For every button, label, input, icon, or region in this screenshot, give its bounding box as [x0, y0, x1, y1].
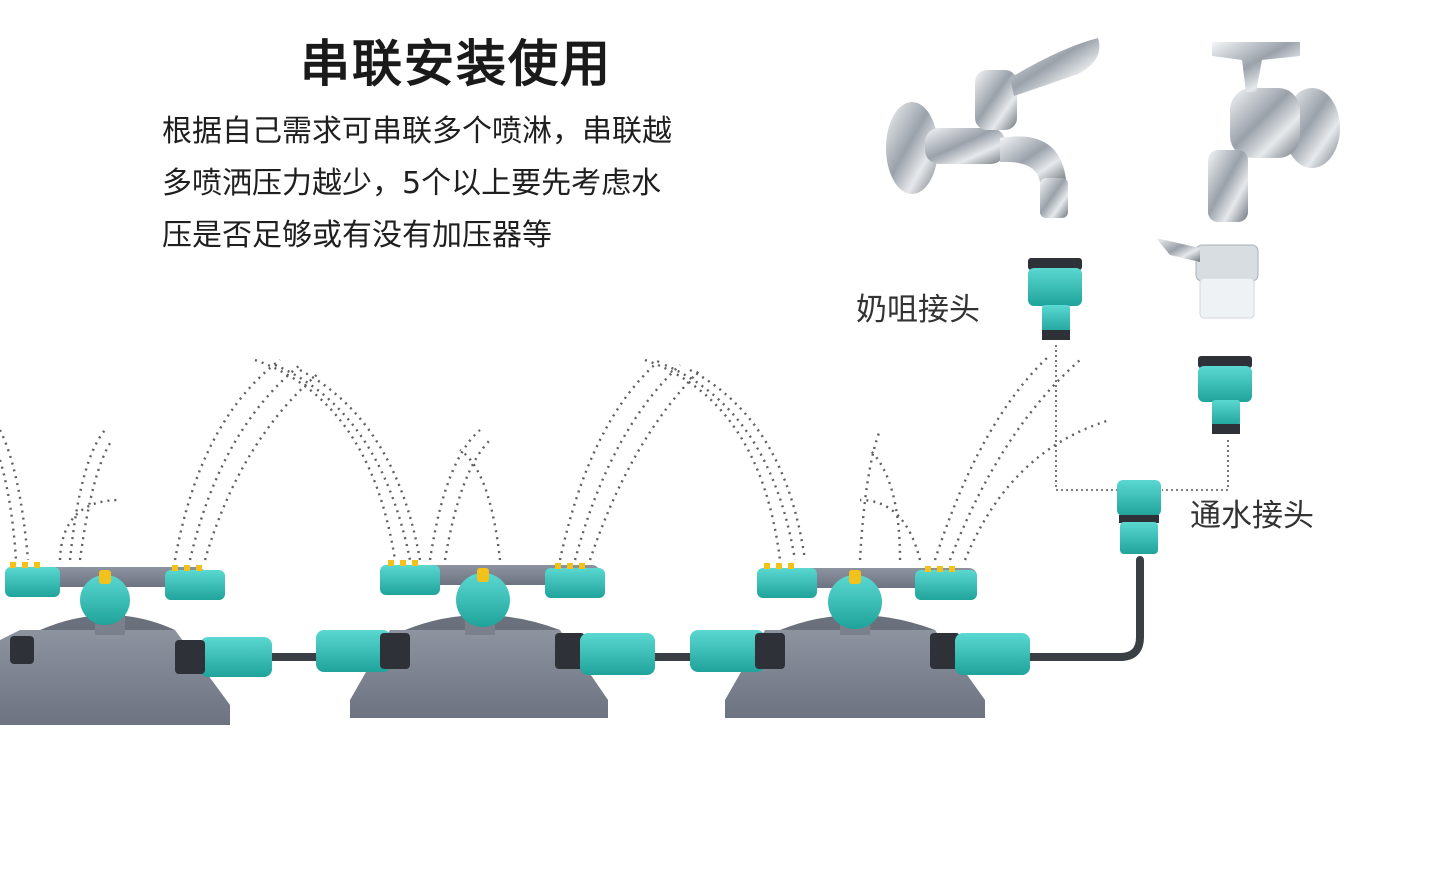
sprinkler-2 — [316, 560, 655, 718]
water-connector — [1117, 480, 1161, 554]
clamp-adapter-icon — [1156, 238, 1259, 319]
water-spray — [0, 354, 1111, 561]
description-line-2: 多喷洒压力越少，5个以上要先考虑水 — [162, 166, 662, 201]
faucet-right-icon — [1208, 42, 1340, 222]
description-line-3: 压是否足够或有没有加压器等 — [162, 218, 552, 253]
guide-lines — [1055, 345, 1229, 491]
description: 根据自己需求可串联多个喷淋，串联越 多喷洒压力越少，5个以上要先考虑水 压是否足… — [162, 106, 802, 262]
page-title: 串联安装使用 — [300, 35, 612, 93]
nipple-connector-label: 奶咀接头 — [856, 292, 980, 328]
water-connector-label: 通水接头 — [1190, 498, 1314, 534]
sprinkler-1 — [0, 562, 272, 725]
sprinkler-3 — [690, 563, 1030, 718]
description-line-1: 根据自己需求可串联多个喷淋，串联越 — [162, 114, 672, 149]
faucet-left-icon — [886, 38, 1100, 218]
threaded-connector — [1198, 356, 1252, 434]
nipple-connector — [1028, 258, 1082, 340]
hoses — [266, 556, 1144, 661]
